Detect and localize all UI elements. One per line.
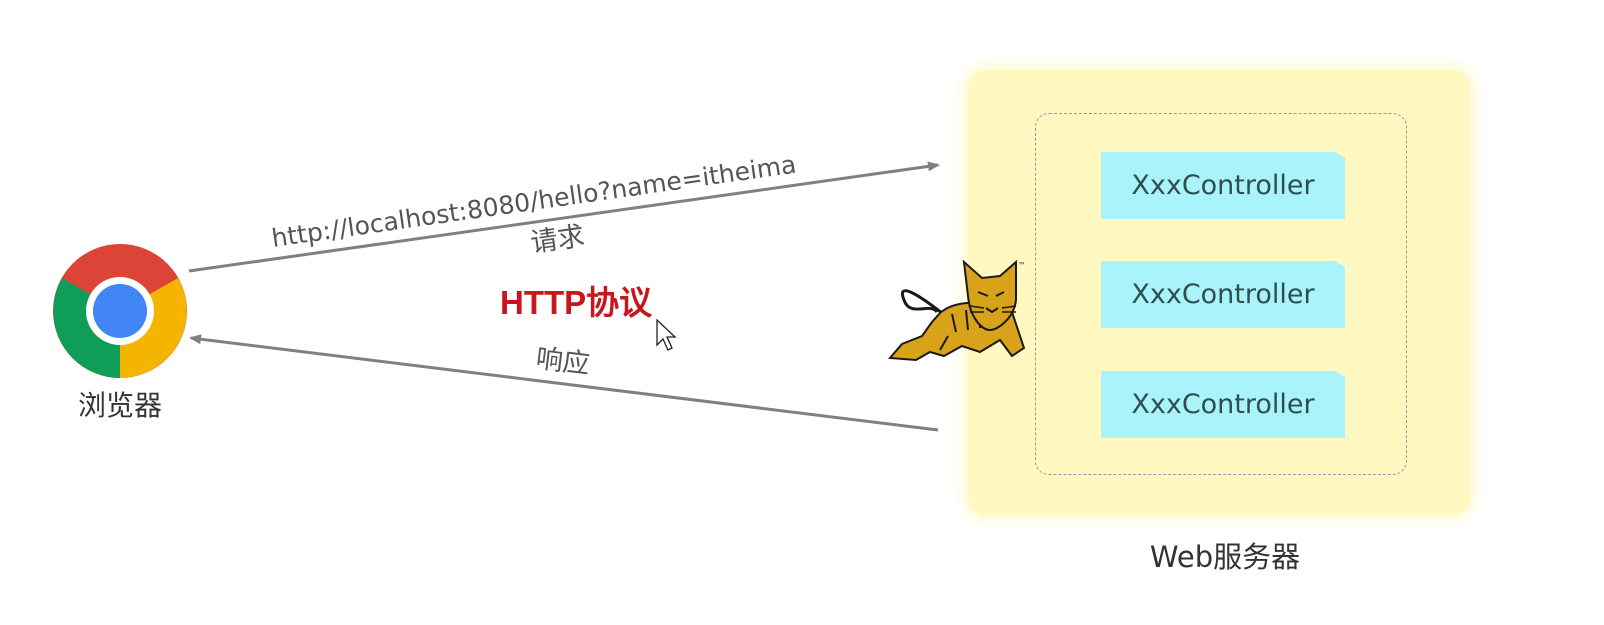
web-server-label: Web服务器 (1149, 540, 1301, 574)
controller-box: XxxController (1101, 152, 1345, 219)
controller-group (1035, 113, 1407, 475)
controller-label: XxxController (1131, 170, 1315, 201)
request-arrow (188, 161, 940, 273)
browser-label: 浏览器 (77, 389, 162, 422)
protocol-label: HTTP协议 (500, 284, 653, 321)
tomcat-icon: ™ (887, 259, 1026, 362)
controller-label: XxxController (1131, 279, 1315, 310)
controller-box: XxxController (1101, 371, 1345, 438)
controller-label: XxxController (1131, 389, 1315, 420)
controller-box: XxxController (1101, 261, 1345, 328)
cursor-icon (656, 318, 677, 351)
response-label: 响应 (534, 343, 591, 380)
response-arrow (189, 334, 939, 432)
chrome-icon (53, 244, 187, 378)
request-label: 请求 (529, 221, 587, 259)
svg-text:™: ™ (1018, 261, 1026, 270)
